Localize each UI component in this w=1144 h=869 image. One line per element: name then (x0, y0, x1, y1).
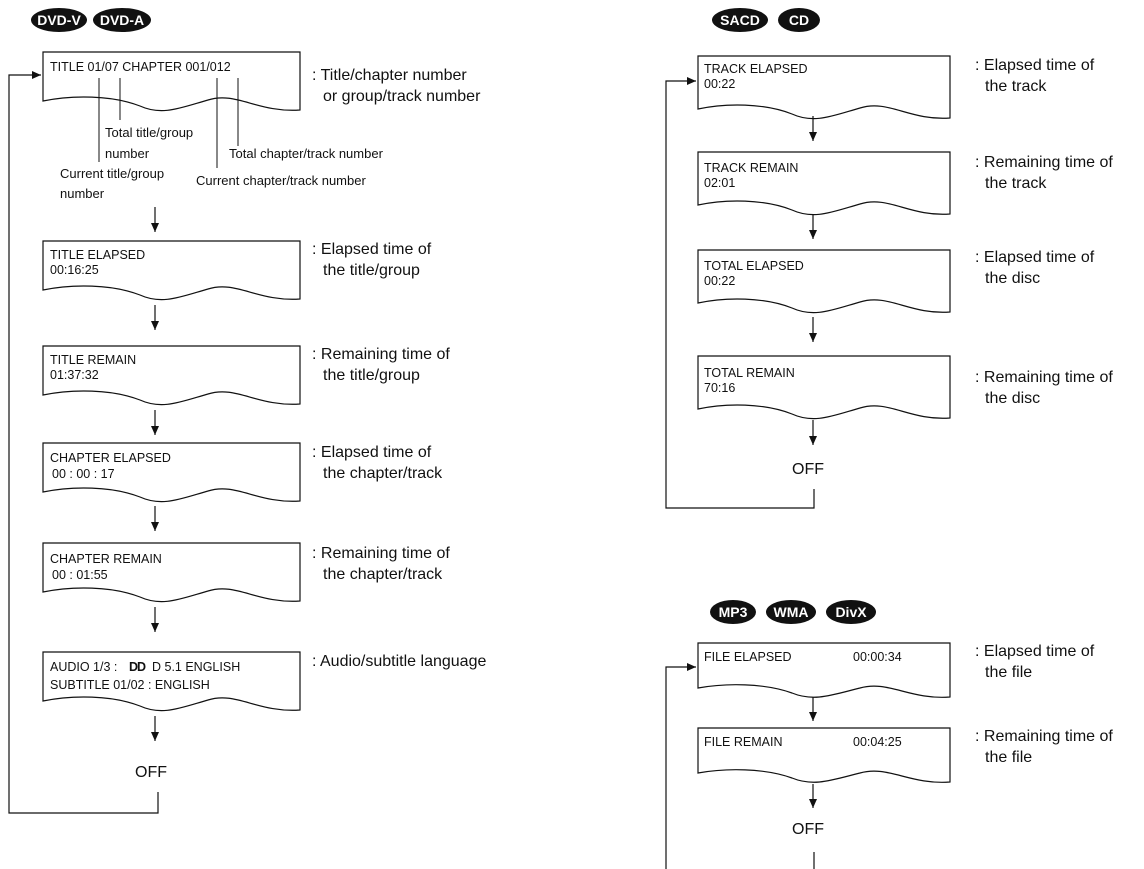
desc-title-remain-1: : Remaining time of (312, 346, 450, 363)
annotation-total-chapter: Total chapter/track number (229, 146, 384, 161)
svg-text:TITLE 01/07 CHAPTER 001/012: TITLE 01/07 CHAPTER 001/012 (50, 60, 231, 74)
dvd-section: DVD-V DVD-A TITLE 01/07 CHAPTER 001/012 … (8, 8, 486, 814)
desc-chapter-elapsed-2: the chapter/track (323, 465, 443, 482)
sacd-cd-section: SACD CD TRACK ELAPSED 00:22 : Elapsed ti… (665, 8, 1113, 509)
osd-box-chapter-remain: CHAPTER REMAIN 00 : 01:55 (42, 542, 301, 603)
badge-wma: WMA (766, 600, 816, 624)
svg-text:TOTAL ELAPSED: TOTAL ELAPSED (704, 259, 804, 273)
badge-divx: DivX (826, 600, 876, 624)
svg-text:00 : 01:55: 00 : 01:55 (52, 568, 108, 582)
desc-title-chapter-2: or group/track number (323, 88, 481, 105)
osd-box-file-remain: FILE REMAIN 00:04:25 (697, 727, 951, 783)
sacd-badges: SACD CD (712, 8, 820, 32)
svg-text:00:22: 00:22 (704, 274, 735, 288)
mp3-off-label: OFF (792, 821, 824, 838)
desc-file-elapsed-1: : Elapsed time of (975, 643, 1095, 660)
mp3-wma-divx-section: MP3 WMA DivX FILE ELAPSED 00:00:34 : Ela… (665, 600, 1113, 869)
badge-mp3: MP3 (710, 600, 756, 624)
svg-text:MP3: MP3 (719, 604, 748, 620)
dolby-digital-icon: DD (129, 660, 146, 674)
svg-text:70:16: 70:16 (704, 381, 735, 395)
mp3-badges: MP3 WMA DivX (710, 600, 876, 624)
desc-total-remain-2: the disc (985, 390, 1040, 407)
desc-chapter-elapsed-1: : Elapsed time of (312, 444, 432, 461)
osd-box-audio-subtitle: AUDIO 1/3 : DD D 5.1 ENGLISH SUBTITLE 01… (42, 651, 301, 712)
desc-title-elapsed-2: the title/group (323, 262, 420, 279)
dvd-badges: DVD-V DVD-A (31, 8, 151, 32)
annotation-current-chapter: Current chapter/track number (196, 173, 366, 188)
svg-text:TRACK ELAPSED: TRACK ELAPSED (704, 62, 808, 76)
desc-file-elapsed-2: the file (985, 664, 1032, 681)
osd-box-total-elapsed: TOTAL ELAPSED 00:22 (697, 249, 951, 314)
desc-chapter-remain-1: : Remaining time of (312, 545, 450, 562)
desc-total-remain-1: : Remaining time of (975, 369, 1113, 386)
svg-text:DVD-A: DVD-A (100, 12, 144, 28)
svg-text:02:01: 02:01 (704, 176, 735, 190)
svg-text:CHAPTER REMAIN: CHAPTER REMAIN (50, 552, 162, 566)
svg-text:00:04:25: 00:04:25 (853, 735, 902, 749)
svg-text:SUBTITLE 01/02 : ENGLISH: SUBTITLE 01/02 : ENGLISH (50, 678, 210, 692)
svg-text:CHAPTER ELAPSED: CHAPTER ELAPSED (50, 451, 171, 465)
osd-box-track-elapsed: TRACK ELAPSED 00:22 (697, 55, 951, 120)
osd-box-chapter-elapsed: CHAPTER ELAPSED 00 : 00 : 17 (42, 442, 301, 503)
svg-text:SACD: SACD (720, 12, 760, 28)
dvd-loop-arrow (8, 71, 159, 814)
svg-text:D 5.1 ENGLISH: D 5.1 ENGLISH (152, 660, 240, 674)
svg-text:AUDIO 1/3 :: AUDIO 1/3 : (50, 660, 117, 674)
desc-total-elapsed-2: the disc (985, 270, 1040, 287)
svg-text:CD: CD (789, 12, 809, 28)
dvd-off-label: OFF (135, 764, 167, 781)
svg-text:TITLE ELAPSED: TITLE ELAPSED (50, 248, 145, 262)
annotation-total-title-1: Total title/group (105, 125, 193, 140)
svg-text:DivX: DivX (835, 604, 867, 620)
svg-text:TRACK REMAIN: TRACK REMAIN (704, 161, 798, 175)
annotation-current-title-2: number (60, 186, 105, 201)
svg-text:DVD-V: DVD-V (37, 12, 81, 28)
badge-dvd-v: DVD-V (31, 8, 87, 32)
svg-text:01:37:32: 01:37:32 (50, 368, 99, 382)
svg-text:TOTAL REMAIN: TOTAL REMAIN (704, 366, 795, 380)
sacd-off-label: OFF (792, 461, 824, 478)
osd-box-title-elapsed: TITLE ELAPSED 00:16:25 (42, 240, 301, 301)
sacd-loop-arrow (665, 77, 815, 509)
desc-title-elapsed-1: : Elapsed time of (312, 241, 432, 258)
annotation-total-title-2: number (105, 146, 150, 161)
osd-box-file-elapsed: FILE ELAPSED 00:00:34 (697, 642, 951, 698)
desc-total-elapsed-1: : Elapsed time of (975, 249, 1095, 266)
mp3-loop-arrow (665, 667, 815, 869)
osd-box-title-remain: TITLE REMAIN 01:37:32 (42, 345, 301, 406)
svg-text:00 : 00 : 17: 00 : 00 : 17 (52, 467, 115, 481)
badge-dvd-a: DVD-A (93, 8, 151, 32)
desc-chapter-remain-2: the chapter/track (323, 566, 443, 583)
desc-title-remain-2: the title/group (323, 367, 420, 384)
svg-text:FILE REMAIN: FILE REMAIN (704, 735, 783, 749)
desc-audio-subtitle: : Audio/subtitle language (312, 653, 486, 670)
desc-track-remain-2: the track (985, 175, 1047, 192)
svg-text:TITLE REMAIN: TITLE REMAIN (50, 353, 136, 367)
desc-file-remain-1: : Remaining time of (975, 728, 1113, 745)
svg-text:00:00:34: 00:00:34 (853, 650, 902, 664)
osd-box-title-chapter: TITLE 01/07 CHAPTER 001/012 (42, 51, 301, 112)
desc-title-chapter-1: : Title/chapter number (312, 67, 467, 84)
desc-track-elapsed-1: : Elapsed time of (975, 57, 1095, 74)
desc-file-remain-2: the file (985, 749, 1032, 766)
svg-text:00:16:25: 00:16:25 (50, 263, 99, 277)
badge-cd: CD (778, 8, 820, 32)
osd-box-total-remain: TOTAL REMAIN 70:16 (697, 355, 951, 420)
desc-track-remain-1: : Remaining time of (975, 154, 1113, 171)
desc-track-elapsed-2: the track (985, 78, 1047, 95)
svg-text:FILE ELAPSED: FILE ELAPSED (704, 650, 792, 664)
svg-text:WMA: WMA (774, 604, 809, 620)
osd-box-track-remain: TRACK REMAIN 02:01 (697, 151, 951, 216)
annotation-lines (98, 78, 239, 168)
svg-text:00:22: 00:22 (704, 77, 735, 91)
badge-sacd: SACD (712, 8, 768, 32)
annotation-current-title-1: Current title/group (60, 166, 164, 181)
